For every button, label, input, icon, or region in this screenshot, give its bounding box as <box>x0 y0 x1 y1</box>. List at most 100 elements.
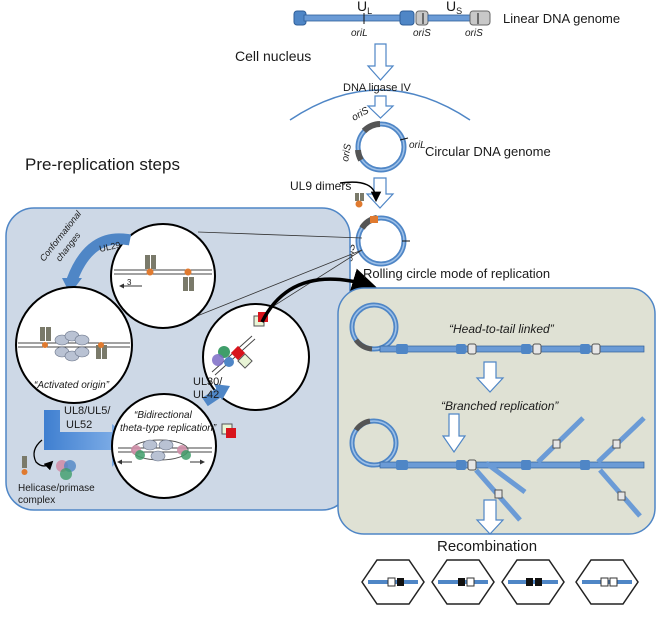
cell-nucleus-label: Cell nucleus <box>235 48 311 64</box>
origin-ul9-1b <box>151 255 156 269</box>
ul9-dimer-body <box>355 193 359 201</box>
head-to-tail-label: “Head-to-tail linked” <box>449 322 555 336</box>
conformational-arrowhead <box>62 278 82 294</box>
helicase-label-2: complex <box>18 495 55 506</box>
helicase-ul9-body <box>22 456 27 468</box>
branch-seg-3 <box>494 489 503 499</box>
ul-segment <box>303 14 405 22</box>
theta-helicase-left-2 <box>135 450 145 460</box>
linear-genome: UL US Linear DNA genome oriL oriS oriS <box>293 0 620 39</box>
ul30-label-2: UL42 <box>193 389 219 401</box>
htt-seg-1 <box>396 344 408 354</box>
branch-1 <box>484 460 527 495</box>
bidirectional-label-2: theta-type replication” <box>120 423 217 434</box>
branch-point-arrow <box>441 413 467 454</box>
ul9-binding-arrow <box>339 181 382 203</box>
htt-circle-inner <box>351 304 397 350</box>
theta-icp8-1 <box>142 439 158 451</box>
activated-ul9-2-dna <box>98 342 104 348</box>
branch-seg-4 <box>617 491 626 501</box>
capsid-2 <box>431 559 495 605</box>
origin-three-label: 3 <box>127 278 132 287</box>
recombination-down-arrow <box>475 499 505 535</box>
down-arrow-3 <box>365 177 395 209</box>
circular-oris-region <box>361 121 381 134</box>
us-repeat-left <box>415 10 429 26</box>
capsid-2-mark-2 <box>466 577 475 587</box>
ul9-dimer-dna-binding <box>355 200 363 208</box>
activated-ul9-1b <box>46 327 51 341</box>
ul29-label: UL29 <box>98 240 121 254</box>
zoom-circle-polymerase <box>202 303 310 411</box>
origin-ul9-1a <box>145 255 150 269</box>
ul8-label-2: UL52 <box>66 419 92 431</box>
circular-oris-region-2 <box>355 149 364 162</box>
theta-icp8-3 <box>150 450 166 462</box>
ul9-on-circle <box>370 216 378 223</box>
zoom-circle-activated <box>15 286 133 404</box>
conformational-arrow <box>66 233 132 283</box>
zoom-line-2 <box>166 249 363 329</box>
zoom-circle-origin <box>110 223 216 329</box>
br-seg-3 <box>467 459 477 471</box>
branch-3 <box>596 416 646 464</box>
us-repeat-right <box>469 10 491 26</box>
htt-seg-7 <box>591 343 601 355</box>
circular-oril-label: oriL <box>409 140 426 151</box>
capsid-3-mark-1 <box>526 578 533 586</box>
ul9-dimer-body-2 <box>360 193 364 201</box>
origin-ul9-2a <box>183 277 188 291</box>
capsid-1 <box>361 559 425 605</box>
ul30-arrowhead <box>214 384 230 400</box>
helicase-loop-arrow <box>33 439 54 471</box>
origin-ul9-2b <box>189 277 194 291</box>
dna-ligase-label: DNA ligase IV <box>343 82 412 94</box>
activated-origin-label: “Activated origin” <box>34 380 110 391</box>
ul-label: UL <box>357 0 372 16</box>
ul9-dimers: UL9 dimers <box>290 179 382 208</box>
htt-seg-3 <box>467 343 477 355</box>
circular-genome-label: Circular DNA genome <box>425 144 551 159</box>
htt-seg-2 <box>456 344 466 354</box>
icp8-3 <box>74 334 90 346</box>
htt-seg-4 <box>521 344 531 354</box>
br-seg-4 <box>521 460 531 470</box>
ul30-red-protein-3 <box>226 428 236 438</box>
ul42-protein <box>237 353 253 369</box>
capsid-4 <box>575 559 639 605</box>
capsid-3-mark-2 <box>535 578 542 586</box>
htt-seg-6 <box>580 344 590 354</box>
linear-genome-label: Linear DNA genome <box>503 11 620 26</box>
htt-concatemer <box>379 345 645 353</box>
ul30-red-protein <box>230 345 246 361</box>
activated-ul9-1-dna <box>42 342 48 348</box>
capsid-4-mark-1 <box>600 577 609 587</box>
capsid-4-mark-2 <box>609 577 618 587</box>
htt-seg-5 <box>532 343 542 355</box>
oris-label-2: oriS <box>465 28 483 39</box>
circular-oris-label-1: oriS <box>350 105 371 124</box>
branched-oris-region <box>353 418 371 432</box>
recombination-label: Recombination <box>437 538 537 555</box>
capsid-3 <box>501 559 565 605</box>
us-label: US <box>446 0 462 16</box>
theta-icp8-2 <box>158 439 174 451</box>
circular-oril-tick <box>399 137 409 141</box>
helicase-big-arrow <box>44 410 134 467</box>
capsid-2-mark-1 <box>458 578 465 586</box>
circular-genome-inner <box>357 123 405 171</box>
helicase-green <box>60 468 72 480</box>
rolling-down-arrow <box>475 361 505 393</box>
theta-helicase-right-2 <box>181 450 191 460</box>
cell-nucleus: Cell nucleus DNA ligase IV <box>235 48 471 121</box>
br-seg-5 <box>580 460 590 470</box>
capsid-1-mark-1 <box>387 577 396 587</box>
circular-oris-label-2: oriS <box>340 143 354 163</box>
recombination: Recombination <box>361 538 639 605</box>
branch-seg-1 <box>552 439 561 449</box>
to-rolling-arrow <box>260 268 377 323</box>
branched-label: “Branched replication” <box>441 399 559 413</box>
polymerase-blue <box>224 357 234 367</box>
oril-label: oriL <box>351 28 368 39</box>
